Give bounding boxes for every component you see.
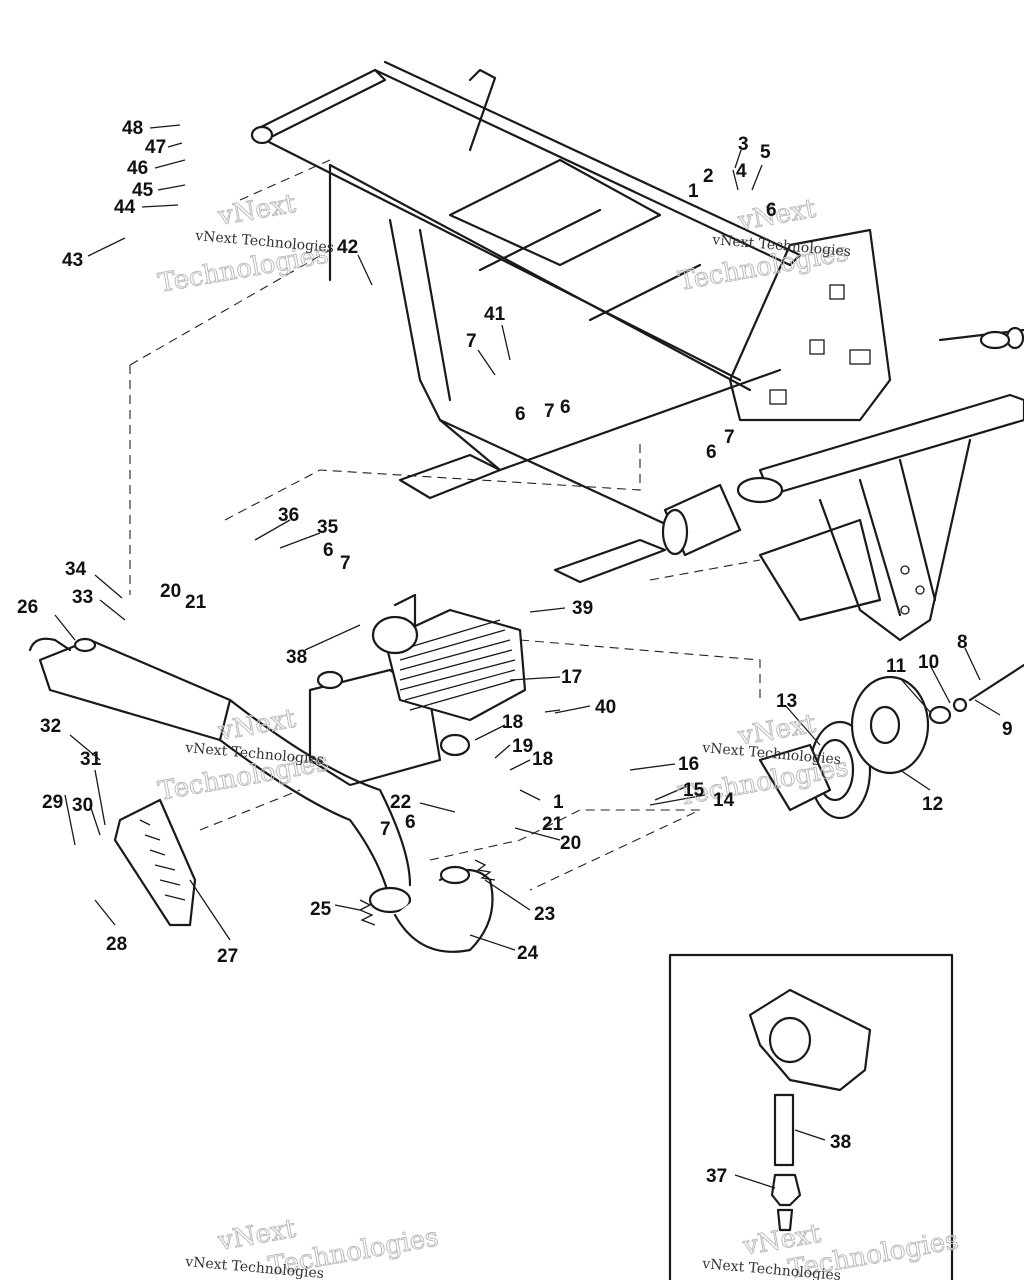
callout-20: 20 (160, 581, 181, 602)
assembly-lines (129, 159, 761, 891)
callout-6: 6 (323, 540, 334, 561)
callout-9: 9 (1002, 719, 1013, 740)
callout-28: 28 (106, 934, 127, 955)
callout-34: 34 (65, 559, 87, 580)
callout-38: 38 (286, 647, 307, 668)
leader-lines (54, 124, 1001, 1189)
callout-4: 4 (736, 161, 747, 182)
callout-19: 19 (512, 736, 533, 757)
callout-6: 6 (515, 404, 526, 425)
callout-7: 7 (466, 331, 477, 352)
callout-5: 5 (760, 142, 771, 163)
callout-29: 29 (42, 792, 63, 813)
carburetor-inset (668, 953, 954, 1280)
callout-18: 18 (502, 712, 523, 733)
watermark-line1: vNext (735, 194, 818, 237)
callout-12: 12 (922, 794, 943, 815)
callout-39: 39 (572, 598, 593, 619)
callout-45: 45 (132, 180, 154, 201)
callout-47: 47 (145, 137, 166, 158)
callout-25: 25 (310, 899, 332, 920)
callout-37: 37 (706, 1166, 727, 1187)
callout-38: 38 (830, 1132, 851, 1153)
callout-18: 18 (532, 749, 553, 770)
callout-7: 7 (380, 819, 391, 840)
engine-assembly (308, 593, 527, 787)
callout-16: 16 (678, 754, 699, 775)
callout-21: 21 (542, 814, 564, 835)
callout-46: 46 (127, 158, 148, 179)
callout-labels: 48 47 46 45 44 43 42 3 5 2 4 1 6 41 7 6 … (17, 118, 1013, 1187)
callout-1: 1 (553, 792, 564, 813)
callout-20: 20 (560, 833, 581, 854)
callout-10: 10 (918, 652, 939, 673)
exhaust-assembly (28, 637, 496, 953)
callout-42: 42 (337, 237, 358, 258)
callout-40: 40 (595, 697, 616, 718)
callout-7: 7 (340, 553, 351, 574)
callout-7: 7 (724, 427, 735, 448)
callout-35: 35 (317, 517, 339, 538)
callout-41: 41 (484, 304, 506, 325)
callout-23: 23 (534, 904, 555, 925)
callout-8: 8 (957, 632, 968, 653)
callout-6: 6 (766, 200, 777, 221)
callout-26: 26 (17, 597, 38, 618)
callout-32: 32 (40, 716, 61, 737)
callout-6: 6 (405, 812, 416, 833)
callout-27: 27 (217, 946, 238, 967)
callout-13: 13 (776, 691, 797, 712)
callout-31: 31 (80, 749, 102, 770)
callout-48: 48 (122, 118, 143, 139)
callout-11: 11 (886, 656, 907, 677)
callout-43: 43 (62, 250, 83, 271)
callout-36: 36 (278, 505, 299, 526)
callout-3: 3 (738, 134, 749, 155)
callout-21: 21 (185, 592, 207, 613)
callout-6: 6 (706, 442, 717, 463)
callout-30: 30 (72, 795, 93, 816)
callout-14: 14 (713, 790, 735, 811)
callout-15: 15 (683, 780, 705, 801)
clutch-assembly (758, 663, 1024, 820)
callout-22: 22 (390, 792, 411, 813)
callout-33: 33 (72, 587, 93, 608)
watermark-line1: vNext (215, 189, 298, 232)
callout-17: 17 (561, 667, 582, 688)
callout-7: 7 (544, 401, 555, 422)
callout-24: 24 (517, 943, 539, 964)
callout-44: 44 (114, 197, 136, 218)
callout-2: 2 (703, 166, 714, 187)
callout-6: 6 (560, 397, 571, 418)
callout-1: 1 (688, 181, 699, 202)
frame-assembly (250, 60, 1024, 642)
